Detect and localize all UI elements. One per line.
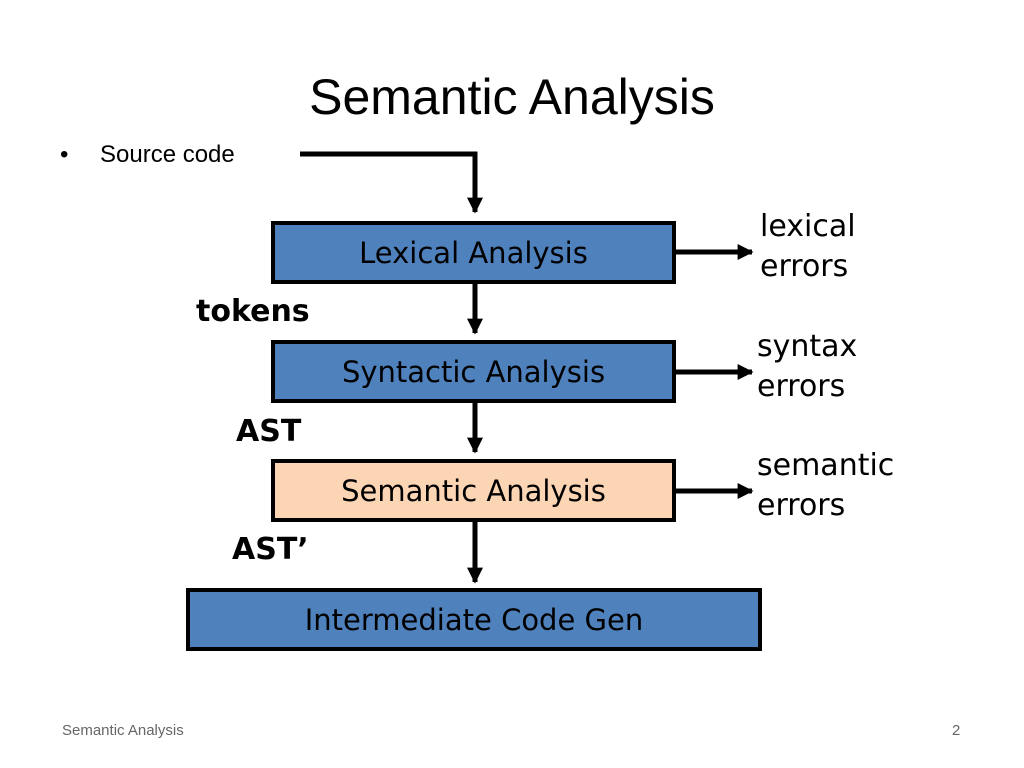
arrow-source-to-lexical	[300, 151, 484, 214]
semantic-analysis-box: Semantic Analysis	[271, 459, 676, 522]
semantic-analysis-label: Semantic Analysis	[341, 473, 606, 508]
tokens-label: tokens	[196, 294, 310, 329]
semantic-errors-label: semantic errors	[757, 448, 895, 523]
lexical-analysis-label: Lexical Analysis	[359, 235, 588, 270]
page-number: 2	[952, 722, 961, 739]
slide-title: Semantic Analysis	[309, 69, 715, 125]
syntax-errors-label: syntax errors	[757, 329, 858, 404]
source-code-bullet: • Source code	[60, 138, 235, 172]
intermediate-code-gen-label: Intermediate Code Gen	[304, 602, 644, 637]
footer-title: Semantic Analysis	[62, 722, 184, 739]
source-code-label: Source code	[100, 141, 235, 168]
intermediate-code-gen-box: Intermediate Code Gen	[186, 588, 762, 651]
lexical-analysis-box: Lexical Analysis	[271, 221, 676, 284]
ast-label: AST	[236, 414, 302, 449]
lexical-errors-label: lexical errors	[760, 209, 856, 284]
ast-prime-label: AST’	[232, 532, 309, 567]
syntactic-analysis-box: Syntactic Analysis	[271, 340, 676, 403]
syntactic-analysis-label: Syntactic Analysis	[341, 354, 606, 389]
bullet-dot: •	[60, 141, 69, 168]
